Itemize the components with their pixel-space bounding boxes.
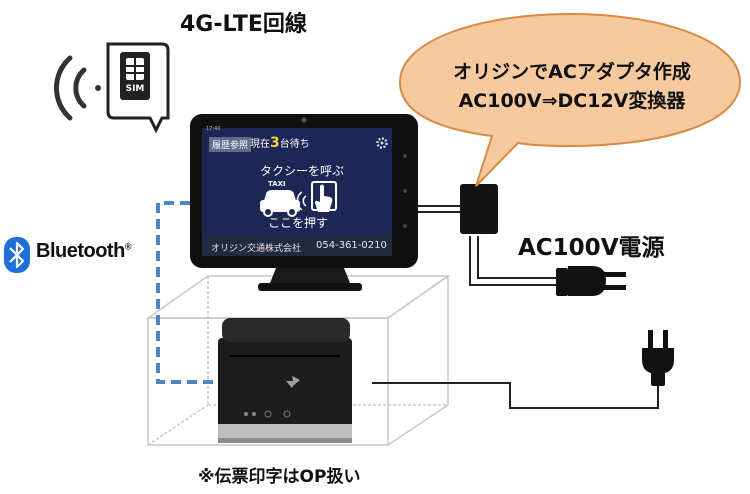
taxi-icon [260,190,300,217]
tap-hand-icon [311,181,337,212]
gear-icon [376,137,388,149]
bluetooth-icon [4,237,30,273]
taxi-sign: TAXI [268,180,286,188]
waiting-suffix: 台待ち [279,139,310,150]
screen-clock: 17:40 [206,126,221,132]
ac-power-label: AC100V電源 [518,235,665,261]
power-plug-icon [642,330,674,386]
sim-label: SIM [125,84,145,94]
press-here-text[interactable]: ここを押す [268,216,329,230]
bluetooth-label: Bluetooth® [36,240,131,263]
ac-adapter-box [460,184,498,234]
cables [372,205,659,409]
waiting-count: 3 [270,135,280,151]
sim-card-icon [106,42,170,134]
receipt-printer [218,318,352,443]
printing-note: ※伝票印字はOP扱い [198,467,361,487]
waiting-status: 現在3台待ち [250,135,310,151]
bubble-text: オリジンでACアダプタ作成 AC100V⇒DC12V変換器 [412,58,732,116]
call-taxi-text[interactable]: タクシーを呼ぶ [260,164,345,178]
bubble-line-1: オリジンでACアダプタ作成 [453,61,691,83]
lte-line-label: 4G-LTE回線 [180,12,307,37]
company-name: オリジン交通株式会社 [211,244,302,254]
speech-bubble [398,12,742,187]
company-phone: 054-361-0210 [316,240,387,251]
power-plug-icon [556,266,626,296]
registered-mark: ® [124,241,132,252]
history-button[interactable]: 履歴参照 [209,137,252,152]
waiting-prefix: 現在 [250,139,270,150]
bluetooth-link-dashed [156,201,218,384]
bluetooth-wordmark: Bluetooth [36,240,125,262]
wifi-signal-icon [54,55,101,121]
tap-signal-icon [296,191,307,211]
bubble-line-2: AC100V⇒DC12V変換器 [458,90,686,112]
